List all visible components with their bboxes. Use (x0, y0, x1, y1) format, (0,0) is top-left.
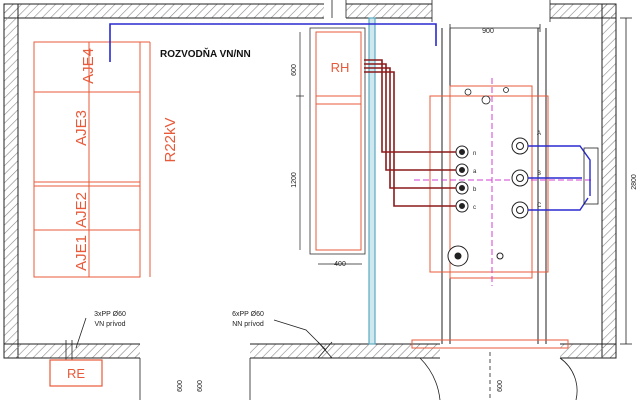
transformer-tank (449, 85, 533, 279)
rh-label: RH (331, 60, 350, 75)
hv-bushing-label-b: B (537, 171, 541, 177)
vn-cable-note-line1: 3xPP Ø60 (94, 311, 126, 318)
right-dimension (620, 17, 632, 345)
hv-bushing-label-c: C (537, 203, 542, 209)
hv-cable-route (109, 23, 437, 62)
rh-dimension-lines (296, 32, 362, 265)
lv-bushing-label-c: c (473, 205, 476, 211)
transformer (429, 85, 549, 279)
dim-rh-bottom: 400 (334, 261, 346, 268)
hv-cables-right (528, 145, 591, 211)
panel-label-4: AJE1 (73, 235, 90, 271)
top-wall-opening-1 (324, 3, 346, 19)
earthing-label: RE (67, 366, 85, 381)
dim-rh-top: 600 (291, 64, 298, 76)
wall-left (3, 3, 19, 359)
hv-bushing-label-a: A (537, 131, 541, 137)
nn-cable-note-line1: 6xPP Ø60 (232, 311, 264, 318)
dim-bottom-mid: 600 (197, 380, 204, 392)
partition-wall (368, 17, 376, 345)
panel-label-2: AJE3 (73, 110, 90, 146)
transformer-foundation (411, 339, 569, 349)
vn-cable-note-line2: VN prívod (94, 321, 125, 328)
lv-bushings (455, 145, 469, 213)
nn-cable-entry (317, 341, 333, 359)
lv-bushing-label-b: b (473, 187, 477, 193)
vn-cable-leader (75, 317, 87, 349)
wall-right (601, 3, 617, 359)
switchgear-panel-column (33, 41, 90, 278)
dim-top-label: 900 (482, 28, 494, 35)
panel-label-1: AJE4 (80, 48, 97, 84)
rh-lower-section (315, 103, 362, 251)
tap-changer (447, 245, 504, 267)
panel-label-3: AJE2 (73, 192, 90, 228)
bottom-wall-opening-2 (440, 343, 560, 359)
bottom-openings (139, 352, 578, 400)
switchgear-label: R22kV (162, 117, 179, 162)
lv-bushing-label-a: a (473, 169, 477, 175)
transformer-top-fittings (464, 87, 509, 105)
dim-rh-mid: 1200 (291, 172, 298, 188)
nn-cable-note-line2: NN prívod (232, 321, 264, 328)
top-wall-opening-2 (432, 3, 550, 19)
earthing-box (49, 359, 103, 387)
room-title: ROZVODŇA VN/NN (160, 47, 251, 60)
dim-right-label: 2800 (631, 174, 638, 190)
lv-panel-rh (315, 31, 362, 251)
bottom-wall-opening-1 (140, 343, 250, 359)
dim-bottom-right: 600 (497, 380, 504, 392)
lv-cables (364, 59, 456, 207)
room-partition (368, 17, 376, 345)
lv-bushing-label-n: n (473, 151, 476, 157)
transformer-outline (429, 95, 549, 273)
hv-cable-entry-box (583, 147, 599, 205)
switchgear-r22kv (33, 41, 151, 278)
dim-bottom-left: 600 (177, 380, 184, 392)
rh-outline-shadow (309, 27, 366, 255)
hv-bushings (511, 137, 529, 219)
